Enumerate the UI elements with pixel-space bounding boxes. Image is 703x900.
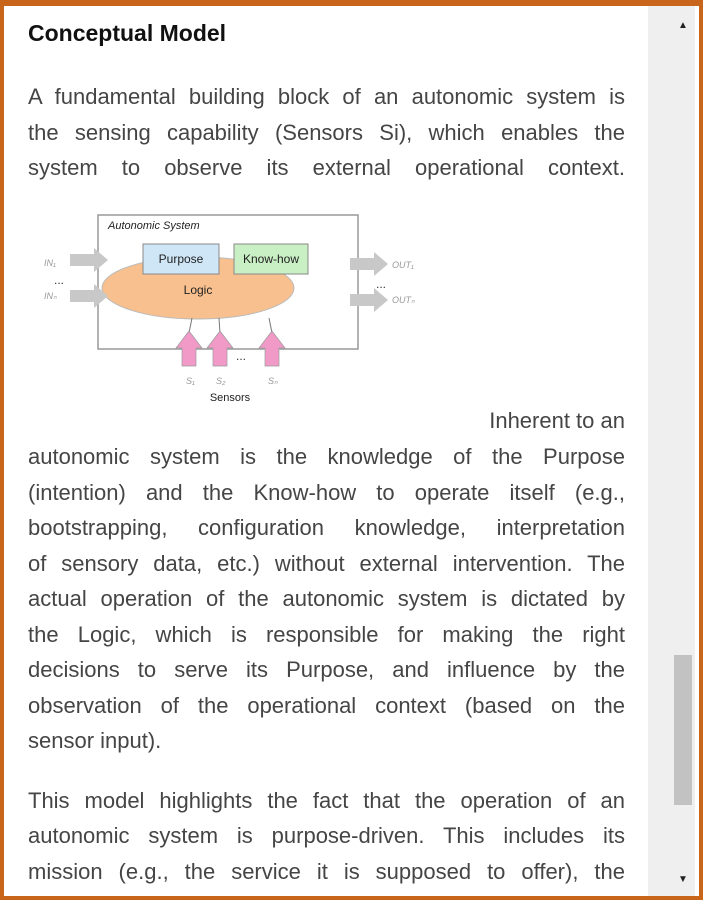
section-title: Conceptual Model	[28, 20, 227, 46]
in1-arrow	[70, 248, 108, 272]
purpose-box	[142, 243, 220, 275]
text-line: actual operation of the autonomic system…	[28, 586, 625, 611]
logic-label: Logic	[184, 283, 213, 297]
system-label: Autonomic System	[107, 220, 200, 232]
diagram-label: OUT₁	[392, 260, 414, 270]
diagram-label: INₙ	[44, 291, 57, 301]
diagram-label: IN₁	[44, 258, 56, 268]
text-line: decisions to serve its Purpose, and infl…	[28, 657, 625, 682]
autonomic-system-diagram: Autonomic System Logic Purpose Know-how …	[44, 214, 415, 404]
vertical-scrollbar[interactable]: ▲ ▼	[648, 6, 695, 896]
diagram-label: Sensors	[210, 392, 251, 404]
text-line: This model highlights the fact that the …	[28, 788, 625, 813]
text-line: (intention) and the Know-how to operate …	[28, 480, 625, 505]
text-line: of sensory data, etc.) without external …	[28, 551, 625, 576]
scroll-down-arrow-icon[interactable]: ▼	[678, 874, 688, 885]
outn-arrow	[350, 288, 388, 312]
inn-arrow	[70, 284, 108, 308]
diagram-label: S₁	[186, 376, 195, 386]
diagram-label: S₂	[216, 376, 226, 386]
knowhow-box	[233, 243, 309, 275]
diagram-label: ...	[236, 349, 246, 363]
text-line: bootstrapping, configuration knowledge, …	[28, 515, 625, 540]
diagram-label: ...	[376, 277, 386, 291]
sensor-arrows	[175, 330, 286, 367]
text-line: the Logic, which is responsible for maki…	[28, 622, 625, 647]
scrollbar-thumb[interactable]	[674, 655, 692, 805]
sn-arrow	[258, 330, 286, 367]
text-line: the sensing capability (Sensors Si), whi…	[28, 120, 625, 145]
purpose-label: Purpose	[159, 252, 204, 266]
text-line: autonomic system is purpose-driven. This…	[28, 823, 625, 848]
s1-arrow	[175, 330, 203, 367]
text-line: system to observe its external operation…	[28, 155, 625, 180]
text-line: sensor input).	[28, 728, 162, 753]
diagram-label: ...	[54, 273, 64, 287]
text-line: Inherent to an	[489, 408, 625, 433]
text-line: observation of the operational context (…	[28, 693, 625, 718]
text-line: mission (e.g., the service it is suppose…	[28, 859, 625, 884]
text-line: A fundamental building block of an auton…	[28, 84, 625, 109]
out1-arrow	[350, 252, 388, 276]
text-line: autonomic system is the knowledge of the…	[28, 444, 625, 469]
diagram-label: Sₙ	[268, 376, 278, 386]
knowhow-label: Know-how	[243, 252, 299, 266]
input-arrows	[70, 248, 388, 312]
s2-arrow	[206, 330, 234, 367]
diagram-label: OUTₙ	[392, 295, 415, 305]
scroll-up-arrow-icon[interactable]: ▲	[678, 20, 688, 31]
